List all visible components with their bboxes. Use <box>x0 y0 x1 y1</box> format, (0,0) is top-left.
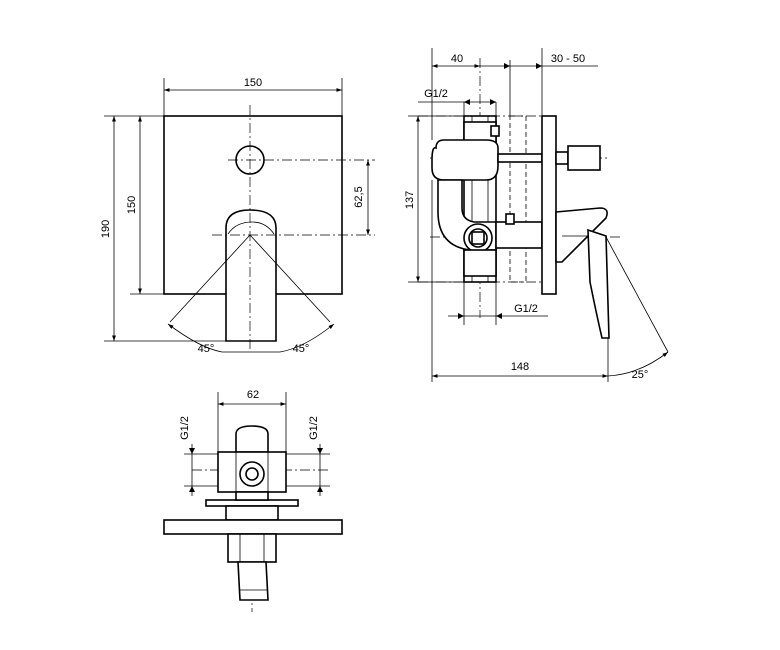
top-cover-plate <box>163 519 343 535</box>
front-view <box>104 78 375 353</box>
top-knob <box>239 461 265 487</box>
dim-top-thread-left: G1/2 <box>179 416 191 440</box>
top-view <box>163 392 343 612</box>
side-valve-body <box>431 139 499 181</box>
side-view <box>408 48 669 382</box>
dim-front-width: 150 <box>244 77 262 89</box>
side-wall-zone <box>509 115 527 283</box>
dim-side-height: 137 <box>404 191 416 209</box>
top-handle <box>237 561 269 601</box>
top-upper-block <box>235 425 269 453</box>
side-diverter-knob <box>567 145 601 171</box>
side-connector-rod <box>497 153 543 163</box>
dim-front-plate-height: 150 <box>126 196 138 214</box>
dim-side-wall-range: 30 - 50 <box>551 53 585 65</box>
front-handle <box>225 209 277 342</box>
dim-side-depth: 148 <box>511 361 529 373</box>
side-handle <box>555 207 608 263</box>
dim-side-thread-bottom: G1/2 <box>514 303 538 315</box>
side-cover-plate <box>541 115 557 295</box>
dim-front-total-height: 190 <box>100 220 112 238</box>
dim-side-thread-top: G1/2 <box>424 88 448 100</box>
dim-front-offset: 62,5 <box>353 186 365 207</box>
side-lever <box>587 228 610 339</box>
dim-angle-right: 45° <box>293 343 310 355</box>
dim-top-thread-right: G1/2 <box>308 416 320 440</box>
front-handle-edge <box>227 221 275 235</box>
dim-side-body-width: 40 <box>451 53 463 65</box>
dim-angle-left: 45° <box>198 343 215 355</box>
dim-side-angle: 25° <box>632 369 649 381</box>
dim-top-width: 62 <box>247 389 259 401</box>
